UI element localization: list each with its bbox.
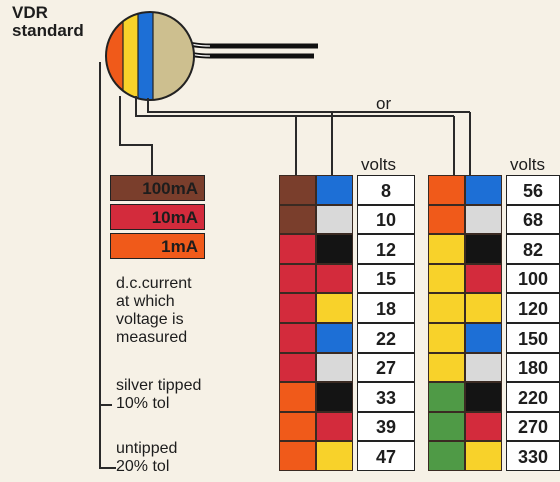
color-band-2 (465, 441, 502, 471)
legend-description-line: measured (116, 329, 188, 346)
legend-100ma: 100mA (110, 175, 205, 201)
legend-10ma: 10mA (110, 204, 205, 230)
color-band-2 (316, 264, 353, 293)
volts-value: 47 (357, 441, 415, 471)
legend-1ma-label: 1mA (161, 237, 198, 256)
color-band-1 (279, 175, 316, 205)
volts-value: 27 (357, 353, 415, 382)
volts-value: 220 (506, 382, 560, 412)
tolerance-type: untipped (116, 440, 178, 457)
legend-description-line: d.c.current (116, 275, 192, 292)
table-1-header: volts (361, 155, 396, 174)
color-band-2 (465, 264, 502, 293)
tolerance-silver-tipped: silver tipped 10% tol (116, 377, 201, 413)
color-band-2 (465, 205, 502, 234)
volts-value: 33 (357, 382, 415, 412)
diagram-title: VDR standard (12, 4, 84, 40)
color-band-1 (428, 323, 465, 353)
color-band-1 (428, 264, 465, 293)
color-band-2 (316, 382, 353, 412)
volts-value: 330 (506, 441, 560, 471)
color-band-2 (465, 175, 502, 205)
color-band-1 (279, 264, 316, 293)
tolerance-untipped: untipped 20% tol (116, 440, 177, 476)
color-band-1 (279, 382, 316, 412)
legend-description: d.c.current at which voltage is measured (116, 275, 192, 347)
color-band-2 (316, 412, 353, 441)
title-line-2: standard (12, 21, 84, 40)
volts-value: 10 (357, 205, 415, 234)
color-band-2 (465, 353, 502, 382)
disc-band (123, 12, 138, 100)
color-band-1 (279, 353, 316, 382)
volts-value: 150 (506, 323, 560, 353)
volts-value: 56 (506, 175, 560, 205)
color-band-2 (316, 353, 353, 382)
volts-value: 120 (506, 293, 560, 323)
color-band-2 (465, 323, 502, 353)
legend-10ma-label: 10mA (151, 208, 198, 227)
color-band-2 (465, 293, 502, 323)
color-band-2 (465, 412, 502, 441)
color-band-1 (428, 205, 465, 234)
volts-value: 270 (506, 412, 560, 441)
connector-lines (99, 62, 471, 469)
volts-value: 39 (357, 412, 415, 441)
title-line-1: VDR (12, 3, 48, 22)
tolerance-type: silver tipped (116, 377, 202, 394)
legend-100ma-label: 100mA (142, 179, 198, 198)
volts-value: 82 (506, 234, 560, 264)
volts-value: 18 (357, 293, 415, 323)
color-band-2 (316, 293, 353, 323)
color-band-1 (428, 175, 465, 205)
color-band-1 (279, 293, 316, 323)
color-band-1 (428, 441, 465, 471)
color-band-1 (279, 205, 316, 234)
volts-value: 100 (506, 264, 560, 293)
color-band-2 (465, 234, 502, 264)
or-label: or (376, 94, 392, 113)
disc-band (138, 12, 153, 100)
volts-value: 180 (506, 353, 560, 382)
volts-value: 12 (357, 234, 415, 264)
volts-value: 68 (506, 205, 560, 234)
legend-description-line: voltage is (116, 311, 184, 328)
tolerance-value: 20% tol (116, 458, 170, 475)
tolerance-value: 10% tol (116, 395, 170, 412)
color-band-2 (316, 323, 353, 353)
volts-value: 22 (357, 323, 415, 353)
color-band-2 (316, 441, 353, 471)
color-band-1 (279, 234, 316, 264)
color-band-2 (316, 175, 353, 205)
volts-value: 8 (357, 175, 415, 205)
legend-description-line: at which (116, 293, 175, 310)
table-2-header: volts (510, 155, 545, 174)
volts-value: 15 (357, 264, 415, 293)
legend-1ma: 1mA (110, 233, 205, 259)
color-band-2 (316, 234, 353, 264)
color-band-1 (428, 234, 465, 264)
color-band-1 (428, 412, 465, 441)
color-band-1 (279, 412, 316, 441)
color-band-1 (428, 382, 465, 412)
color-band-2 (465, 382, 502, 412)
color-band-2 (316, 205, 353, 234)
color-band-1 (279, 441, 316, 471)
color-band-1 (279, 323, 316, 353)
vdr-disc (105, 11, 195, 101)
color-band-1 (428, 353, 465, 382)
color-band-1 (428, 293, 465, 323)
